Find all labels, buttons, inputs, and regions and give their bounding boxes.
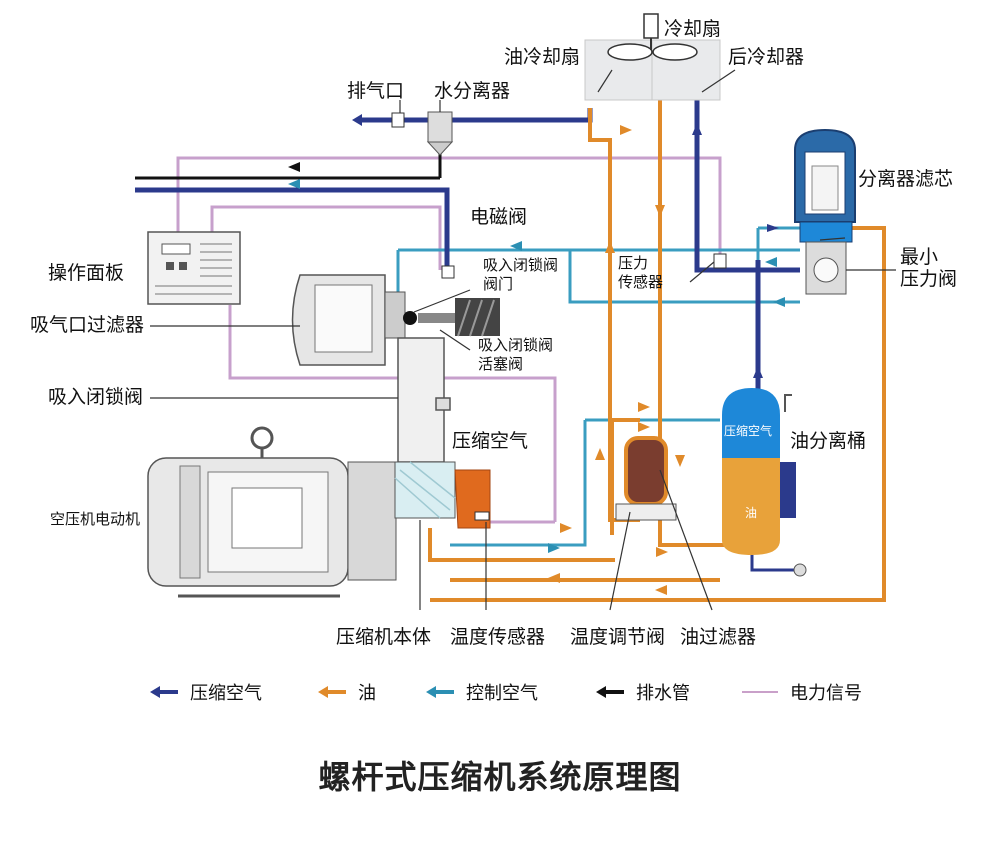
separator-element-device bbox=[794, 128, 856, 295]
legend-compressed-air: 压缩空气 bbox=[148, 680, 262, 704]
motor-label: 空压机电动机 bbox=[50, 510, 141, 528]
operation-panel-label: 操作面板 bbox=[48, 262, 125, 284]
oil-cooling-fan-label: 油冷却扇 bbox=[504, 46, 581, 68]
intake-duct bbox=[397, 337, 451, 463]
legend-oil: 油 bbox=[316, 680, 376, 704]
compressor-body-device bbox=[394, 461, 491, 529]
legend-line-icon bbox=[742, 691, 778, 693]
intake-filter-label: 吸气口过滤器 bbox=[30, 314, 145, 336]
min-pressure-valve-label: 最小 压力阀 bbox=[900, 246, 958, 290]
legend-label: 排水管 bbox=[636, 683, 690, 704]
after-cooler-label: 后冷却器 bbox=[728, 46, 805, 68]
pressure-sensor-device bbox=[713, 253, 727, 269]
oil-filter-device bbox=[615, 436, 677, 521]
tank-oil-label: 油 bbox=[745, 506, 758, 520]
signal-lines bbox=[176, 156, 722, 524]
intake-lock-valve-piston-label: 吸入闭锁阀 活塞阀 bbox=[478, 336, 554, 373]
control-air-lines bbox=[396, 190, 800, 547]
legend-label: 压缩空气 bbox=[190, 683, 262, 704]
intake-lock-valve-gate-label: 吸入闭锁阀 阀门 bbox=[483, 256, 559, 293]
exhaust-port bbox=[352, 112, 405, 128]
legend-label: 控制空气 bbox=[466, 683, 538, 704]
legend-label: 电力信号 bbox=[790, 683, 862, 704]
water-separator-label: 水分离器 bbox=[434, 80, 511, 102]
oil-filter-label: 油过滤器 bbox=[680, 626, 757, 648]
intake-lock-valve-label: 吸入闭锁阀 bbox=[48, 386, 144, 408]
flow-arrows bbox=[288, 123, 785, 595]
legend-drain: 排水管 bbox=[594, 680, 690, 704]
cooling-fan-label: 冷却扇 bbox=[664, 18, 722, 40]
drain-lines bbox=[135, 150, 442, 180]
legend-label: 油 bbox=[358, 683, 376, 704]
solenoid-valve-device bbox=[441, 265, 455, 279]
legend-arrow-icon bbox=[150, 686, 178, 698]
leader-lines bbox=[150, 69, 896, 611]
operation-panel-device bbox=[147, 231, 241, 305]
motor-device bbox=[147, 426, 397, 598]
temp-valve-label: 温度调节阀 bbox=[570, 626, 666, 648]
legend-arrow-icon bbox=[318, 686, 346, 698]
pressure-sensor-label: 压力 传感器 bbox=[618, 254, 664, 291]
compressor-body-label: 压缩机本体 bbox=[336, 626, 432, 648]
diagram-title: 螺杆式压缩机系统原理图 bbox=[318, 758, 682, 796]
oil-separator-tank-label: 油分离桶 bbox=[790, 430, 867, 452]
water-separator bbox=[426, 111, 454, 156]
intake-filter-device bbox=[291, 274, 500, 366]
separator-element-label: 分离器滤芯 bbox=[858, 168, 954, 190]
solenoid-valve-label: 电磁阀 bbox=[470, 206, 528, 228]
cooler-unit bbox=[584, 13, 721, 101]
tank-air-label: 压缩空气 bbox=[724, 424, 773, 438]
legend-signal: 电力信号 bbox=[740, 680, 862, 704]
compressed-air-label: 压缩空气 bbox=[452, 430, 529, 452]
legend-arrow-icon bbox=[426, 686, 454, 698]
legend-control-air: 控制空气 bbox=[424, 680, 538, 704]
oil-separator-tank-device bbox=[722, 388, 807, 577]
temp-sensor-label: 温度传感器 bbox=[450, 626, 546, 648]
exhaust-port-label: 排气口 bbox=[347, 80, 405, 102]
legend-arrow-icon bbox=[596, 686, 624, 698]
